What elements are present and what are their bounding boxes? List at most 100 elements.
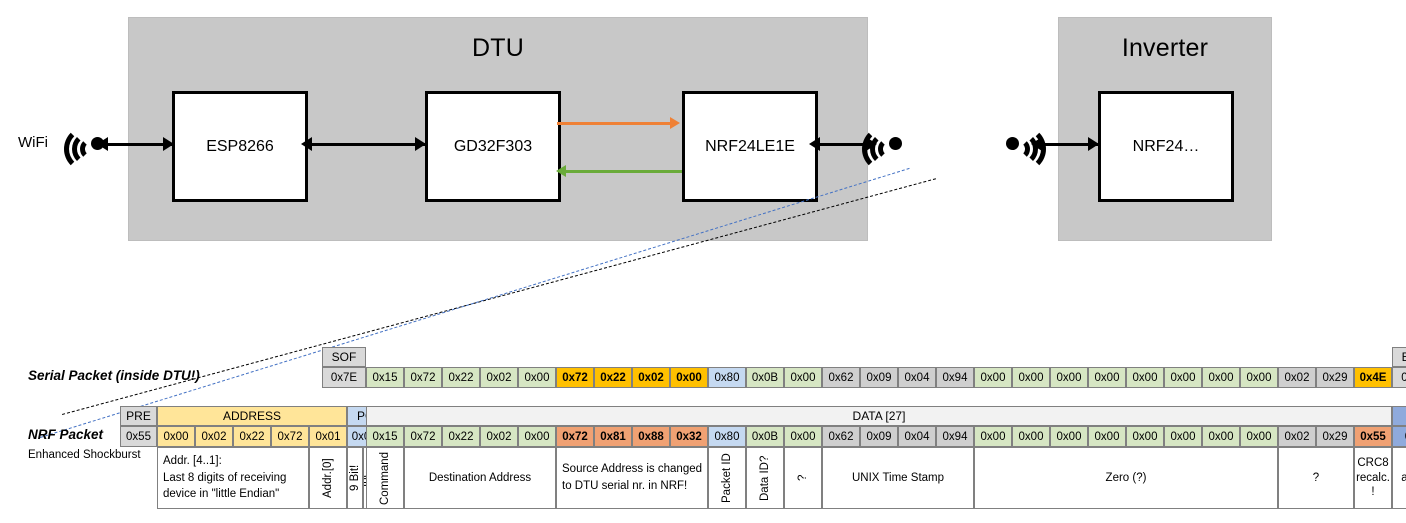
arrow-rx-green-line — [566, 170, 682, 173]
desc-9-bit: 9 Bit! — [347, 447, 363, 509]
nrf-byte-0: 0x15 — [366, 426, 404, 447]
dtu-title: DTU — [472, 34, 524, 62]
nrf-crc-byte-0: 0x.. — [1392, 426, 1406, 447]
nrf-address-byte-1: 0x02 — [195, 426, 233, 447]
nrf-byte-14: 0x04 — [898, 426, 936, 447]
arrow-esp-gd-head-right — [415, 137, 426, 151]
desc-crc8-recalc: CRC8 recalc. ! — [1354, 447, 1392, 509]
nrf-byte-16: 0x00 — [974, 426, 1012, 447]
serial-packet-label: Serial Packet (inside DTU!) — [28, 368, 200, 383]
nrf-address-byte-4: 0x01 — [309, 426, 347, 447]
nrf-packet-label: NRF Packet — [28, 427, 104, 442]
desc-: ? — [1278, 447, 1354, 509]
arrow-wifi-esp-line — [103, 143, 172, 146]
serial-byte-21: 0x00 — [1164, 367, 1202, 388]
arrow-tx-orange-head — [670, 117, 680, 129]
serial-eof-value: 0x7F — [1392, 367, 1406, 388]
arrow-wifi-esp-head-right — [163, 137, 174, 151]
nrf-byte-22: 0x00 — [1202, 426, 1240, 447]
nrf-byte-6: 0x81 — [594, 426, 632, 447]
nrf-byte-7: 0x88 — [632, 426, 670, 447]
nrf-byte-18: 0x00 — [1050, 426, 1088, 447]
desc-data-id: Data ID? — [746, 447, 784, 509]
nrf-byte-25: 0x29 — [1316, 426, 1354, 447]
desc-destination-address: Destination Address — [404, 447, 556, 509]
nrf-byte-5: 0x72 — [556, 426, 594, 447]
serial-byte-14: 0x04 — [898, 367, 936, 388]
nrf-header-address: ADDRESS — [157, 406, 347, 426]
arrow-wifi-esp-head-left — [97, 137, 108, 151]
nrf-byte-23: 0x00 — [1240, 426, 1278, 447]
nrf-byte-11: 0x00 — [784, 426, 822, 447]
serial-byte-25: 0x29 — [1316, 367, 1354, 388]
serial-byte-7: 0x02 — [632, 367, 670, 388]
nrf-byte-24: 0x02 — [1278, 426, 1316, 447]
desc-source-address-is-changed-to-dtu-serial-nr-in-nrf: Source Address is changed to DTU serial … — [556, 447, 708, 509]
desc-unix-time-stamp: UNIX Time Stamp — [822, 447, 974, 509]
serial-byte-23: 0x00 — [1240, 367, 1278, 388]
arrow-rx-green-head — [556, 165, 566, 177]
nrf-byte-3: 0x02 — [480, 426, 518, 447]
nrf-byte-15: 0x94 — [936, 426, 974, 447]
chip-nrf24: NRF24… — [1098, 91, 1234, 202]
enhanced-shockburst-label: Enhanced Shockburst — [28, 449, 141, 461]
serial-byte-24: 0x02 — [1278, 367, 1316, 388]
wifi-label: WiFi — [18, 134, 48, 151]
serial-byte-18: 0x00 — [1050, 367, 1088, 388]
serial-byte-15: 0x94 — [936, 367, 974, 388]
nrf-pre-value: 0x55 — [120, 426, 157, 447]
arrow-inverter-antenna-head-right — [1088, 137, 1099, 151]
serial-byte-1: 0x72 — [404, 367, 442, 388]
nrf-byte-20: 0x00 — [1126, 426, 1164, 447]
serial-byte-9: 0x80 — [708, 367, 746, 388]
chip-gd32f303: GD32F303 — [425, 91, 561, 202]
nrf-byte-19: 0x00 — [1088, 426, 1126, 447]
desc-zero: Zero (?) — [974, 447, 1278, 509]
serial-byte-10: 0x0B — [746, 367, 784, 388]
serial-byte-4: 0x00 — [518, 367, 556, 388]
arrow-inverter-antenna-line — [1037, 143, 1098, 146]
nrf-byte-8: 0x32 — [670, 426, 708, 447]
nrf-byte-17: 0x00 — [1012, 426, 1050, 447]
serial-byte-13: 0x09 — [860, 367, 898, 388]
desc-packet-id: Packet ID — [708, 447, 746, 509]
desc-generated-automatically-dont-care: Generated automatically. Dont Care! — [1392, 447, 1406, 509]
serial-byte-17: 0x00 — [1012, 367, 1050, 388]
arrow-inverter-antenna-head-left — [1031, 137, 1042, 151]
arrow-esp-gd-head-left — [301, 137, 312, 151]
serial-byte-3: 0x02 — [480, 367, 518, 388]
nrf-byte-9: 0x80 — [708, 426, 746, 447]
nrf-byte-4: 0x00 — [518, 426, 556, 447]
serial-eof-header: EOF — [1392, 347, 1406, 367]
nrf-address-byte-0: 0x00 — [157, 426, 195, 447]
chip-nrf24le1e: NRF24LE1E — [682, 91, 818, 202]
nrf-address-byte-2: 0x22 — [233, 426, 271, 447]
arrow-tx-orange-line — [557, 122, 674, 125]
serial-byte-11: 0x00 — [784, 367, 822, 388]
nrf-header-crc: NRF CRC — [1392, 406, 1406, 426]
nrf-byte-12: 0x62 — [822, 426, 860, 447]
nrf-header-pre: PRE — [120, 406, 157, 426]
serial-byte-16: 0x00 — [974, 367, 1012, 388]
serial-byte-19: 0x00 — [1088, 367, 1126, 388]
serial-byte-8: 0x00 — [670, 367, 708, 388]
chip-esp8266: ESP8266 — [172, 91, 308, 202]
serial-byte-20: 0x00 — [1126, 367, 1164, 388]
arrow-esp-gd-line — [307, 143, 425, 146]
arrow-nrf-antenna-head-right — [866, 137, 877, 151]
nrf-byte-1: 0x72 — [404, 426, 442, 447]
arrow-nrf-antenna-head-left — [809, 137, 820, 151]
serial-byte-2: 0x22 — [442, 367, 480, 388]
nrf-byte-21: 0x00 — [1164, 426, 1202, 447]
desc-command: Command — [366, 447, 404, 509]
inverter-title: Inverter — [1121, 34, 1209, 62]
desc-addr-0: Addr.[0] — [309, 447, 347, 509]
nrf-byte-10: 0x0B — [746, 426, 784, 447]
nrf-byte-13: 0x09 — [860, 426, 898, 447]
nrf-header-data: DATA [27] — [366, 406, 1392, 426]
desc-: ? — [784, 447, 822, 509]
serial-byte-26: 0x4E — [1354, 367, 1392, 388]
serial-byte-5: 0x72 — [556, 367, 594, 388]
serial-byte-12: 0x62 — [822, 367, 860, 388]
